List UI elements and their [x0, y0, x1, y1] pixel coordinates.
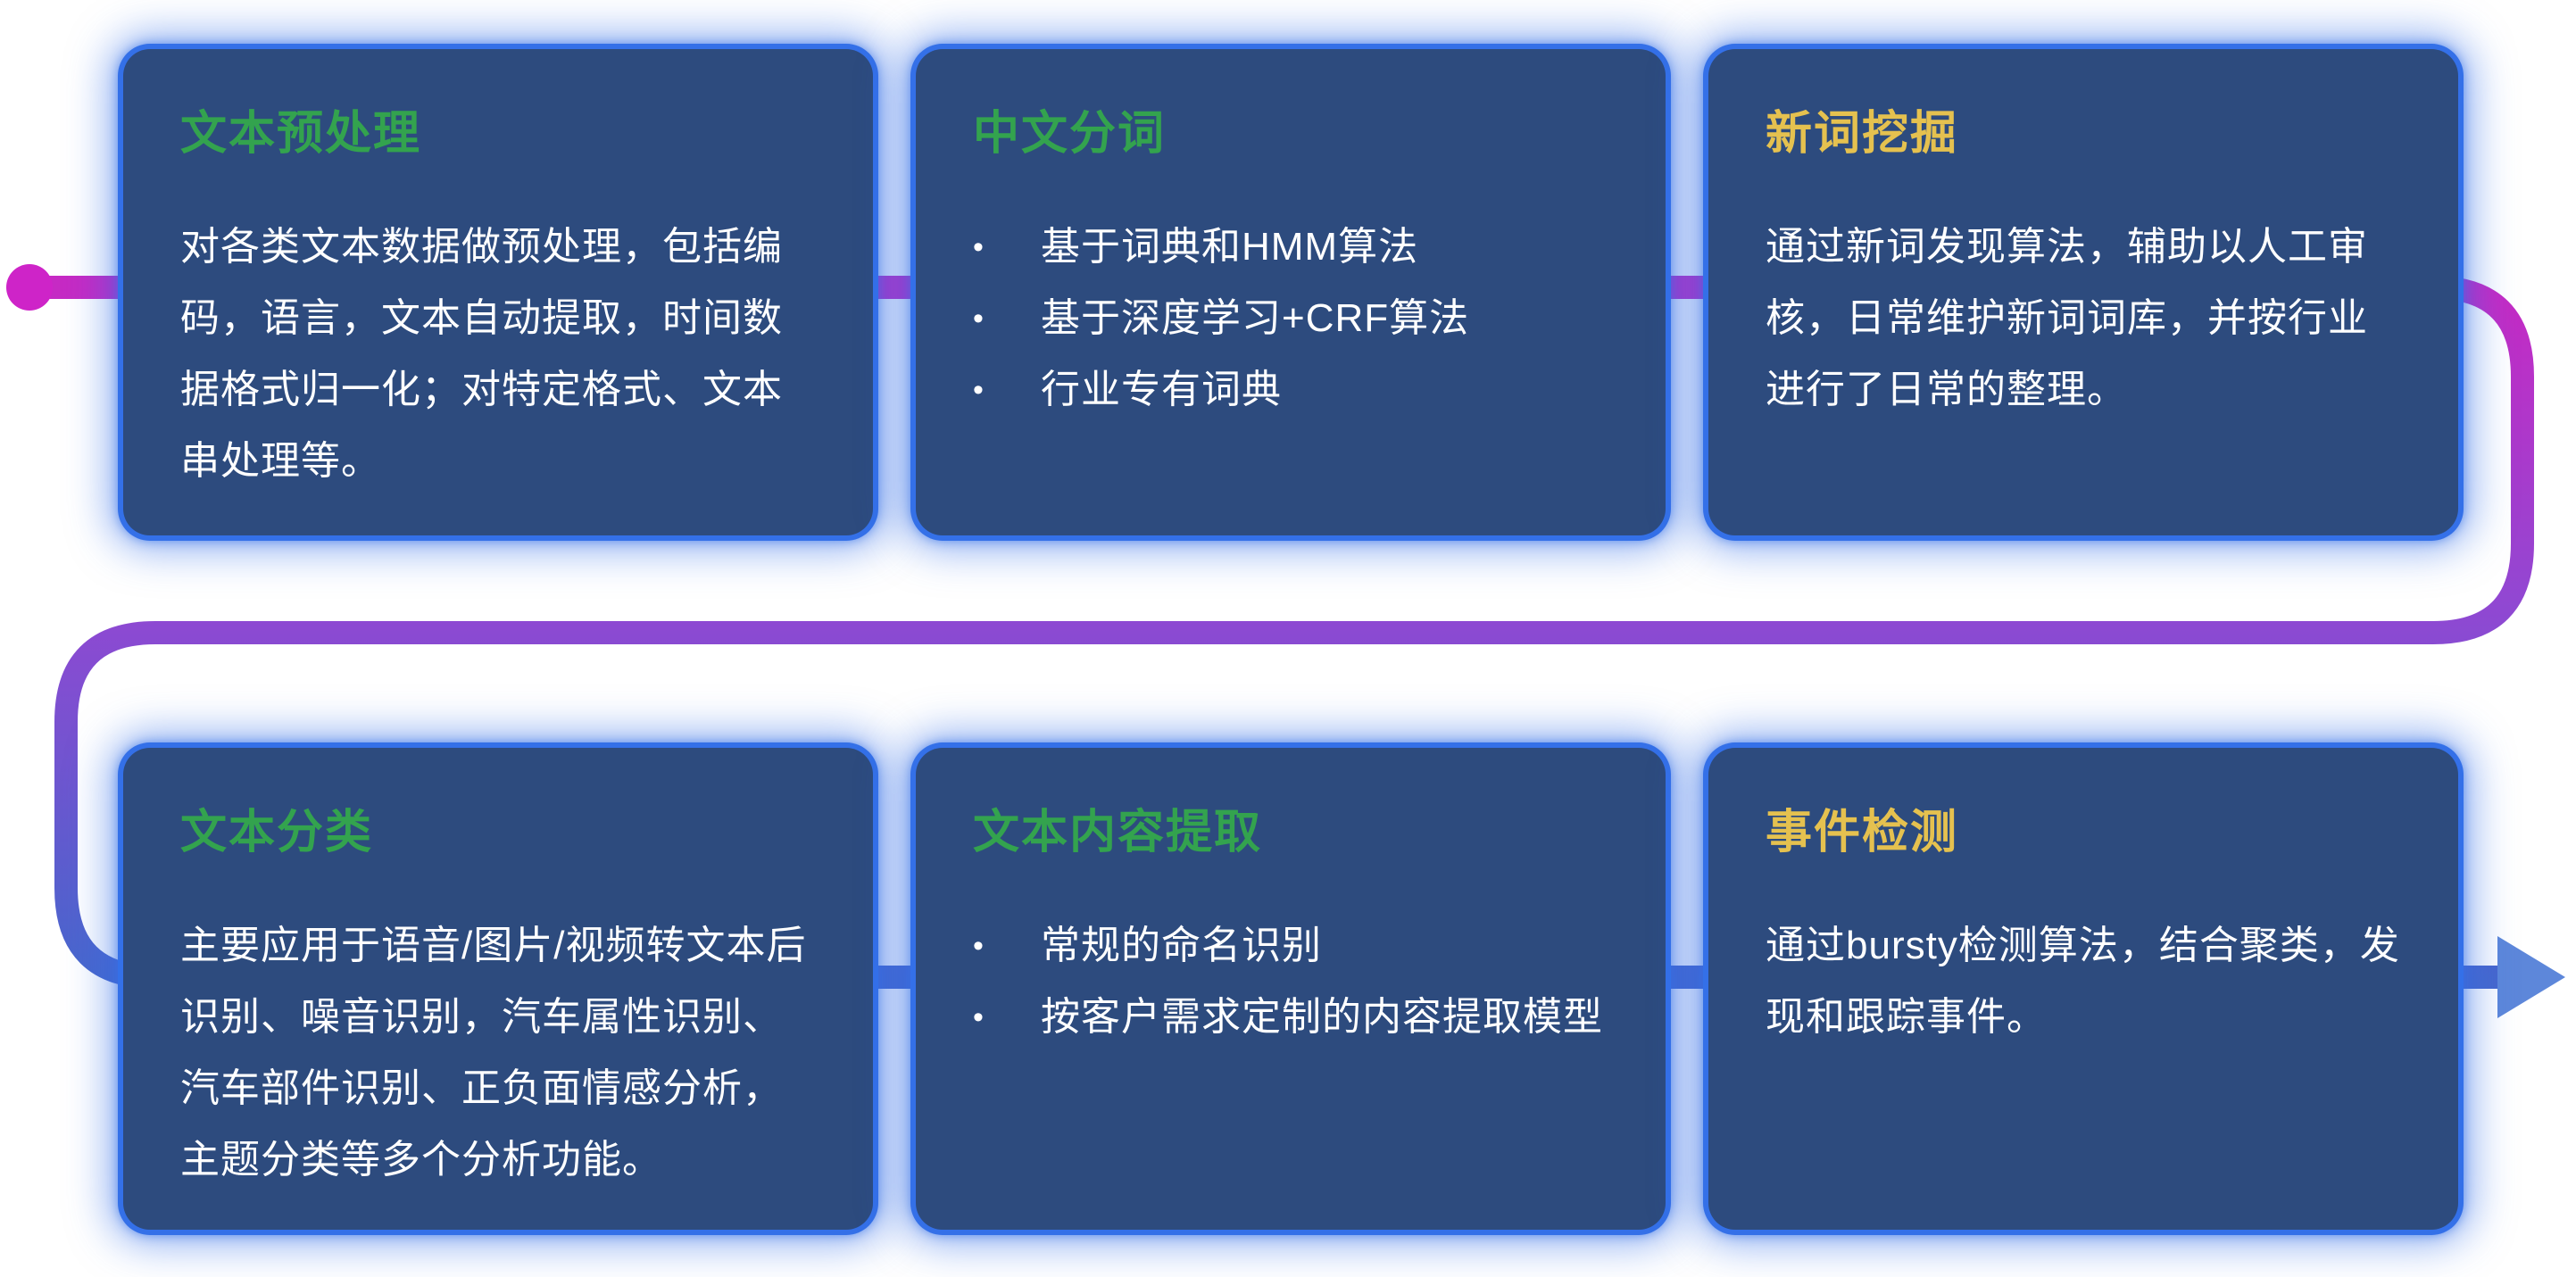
bullet-list: • 常规的命名识别 • 按客户需求定制的内容提取模型 [973, 910, 1608, 1053]
card-title: 事件检测 [1766, 807, 1959, 858]
card-text-classification: 文本分类 主要应用于语音/图片/视频转文本后识别、噪音识别，汽车属性识别、汽车部… [123, 748, 873, 1230]
card-title: 文本分类 [180, 807, 374, 858]
card-event-detection: 事件检测 通过bursty检测算法，结合聚类，发现和跟踪事件。 [1708, 748, 2458, 1230]
bullet-item: • 常规的命名识别 [973, 910, 1608, 982]
bullet-text: 常规的命名识别 [1041, 924, 1322, 968]
card-body: 通过bursty检测算法，结合聚类，发现和跟踪事件。 [1766, 924, 2400, 1040]
bullet-list: • 基于词典和HMM算法 • 基于深度学习+CRF算法 • 行业专有词典 [973, 211, 1608, 426]
card-body: 通过新词发现算法，辅助以人工审核，日常维护新词词库，并按行业进行了日常的整理。 [1766, 225, 2368, 412]
card-title: 中文分词 [973, 108, 1167, 160]
card-chinese-word-segmentation: 中文分词 • 基于词典和HMM算法 • 基于深度学习+CRF算法 • 行业专有词… [916, 49, 1666, 535]
bullet-dot-icon: • [973, 1000, 985, 1035]
card-body: 对各类文本数据做预处理，包括编码，语言，文本自动提取，时间数据格式归一化；对特定… [180, 225, 783, 484]
bullet-text: 基于深度学习+CRF算法 [1041, 296, 1470, 341]
bullet-text: 按客户需求定制的内容提取模型 [1041, 995, 1603, 1040]
bullet-dot-icon: • [973, 230, 985, 265]
bullet-item: • 按客户需求定制的内容提取模型 [973, 982, 1608, 1053]
bullet-dot-icon: • [973, 929, 985, 964]
flow-end-arrow-icon [2497, 936, 2565, 1018]
bullet-item: • 基于词典和HMM算法 [973, 211, 1608, 283]
card-body: 主要应用于语音/图片/视频转文本后识别、噪音识别，汽车属性识别、汽车部件识别、正… [180, 924, 807, 1182]
bullet-item: • 基于深度学习+CRF算法 [973, 283, 1608, 354]
card-text-content-extraction: 文本内容提取 • 常规的命名识别 • 按客户需求定制的内容提取模型 [916, 748, 1666, 1230]
bullet-text: 行业专有词典 [1041, 368, 1282, 412]
bullet-dot-icon: • [973, 302, 985, 336]
card-title: 文本内容提取 [973, 807, 1263, 858]
card-new-word-mining: 新词挖掘 通过新词发现算法，辅助以人工审核，日常维护新词词库，并按行业进行了日常… [1708, 49, 2458, 535]
bullet-dot-icon: • [973, 373, 985, 408]
card-text-preprocessing: 文本预处理 对各类文本数据做预处理，包括编码，语言，文本自动提取，时间数据格式归… [123, 49, 873, 535]
bullet-text: 基于词典和HMM算法 [1041, 225, 1419, 269]
card-title: 新词挖掘 [1766, 108, 1959, 160]
flow-start-dot-icon [6, 264, 53, 311]
bullet-item: • 行业专有词典 [973, 354, 1608, 426]
flow-path [29, 276, 2534, 989]
card-title: 文本预处理 [180, 108, 422, 160]
